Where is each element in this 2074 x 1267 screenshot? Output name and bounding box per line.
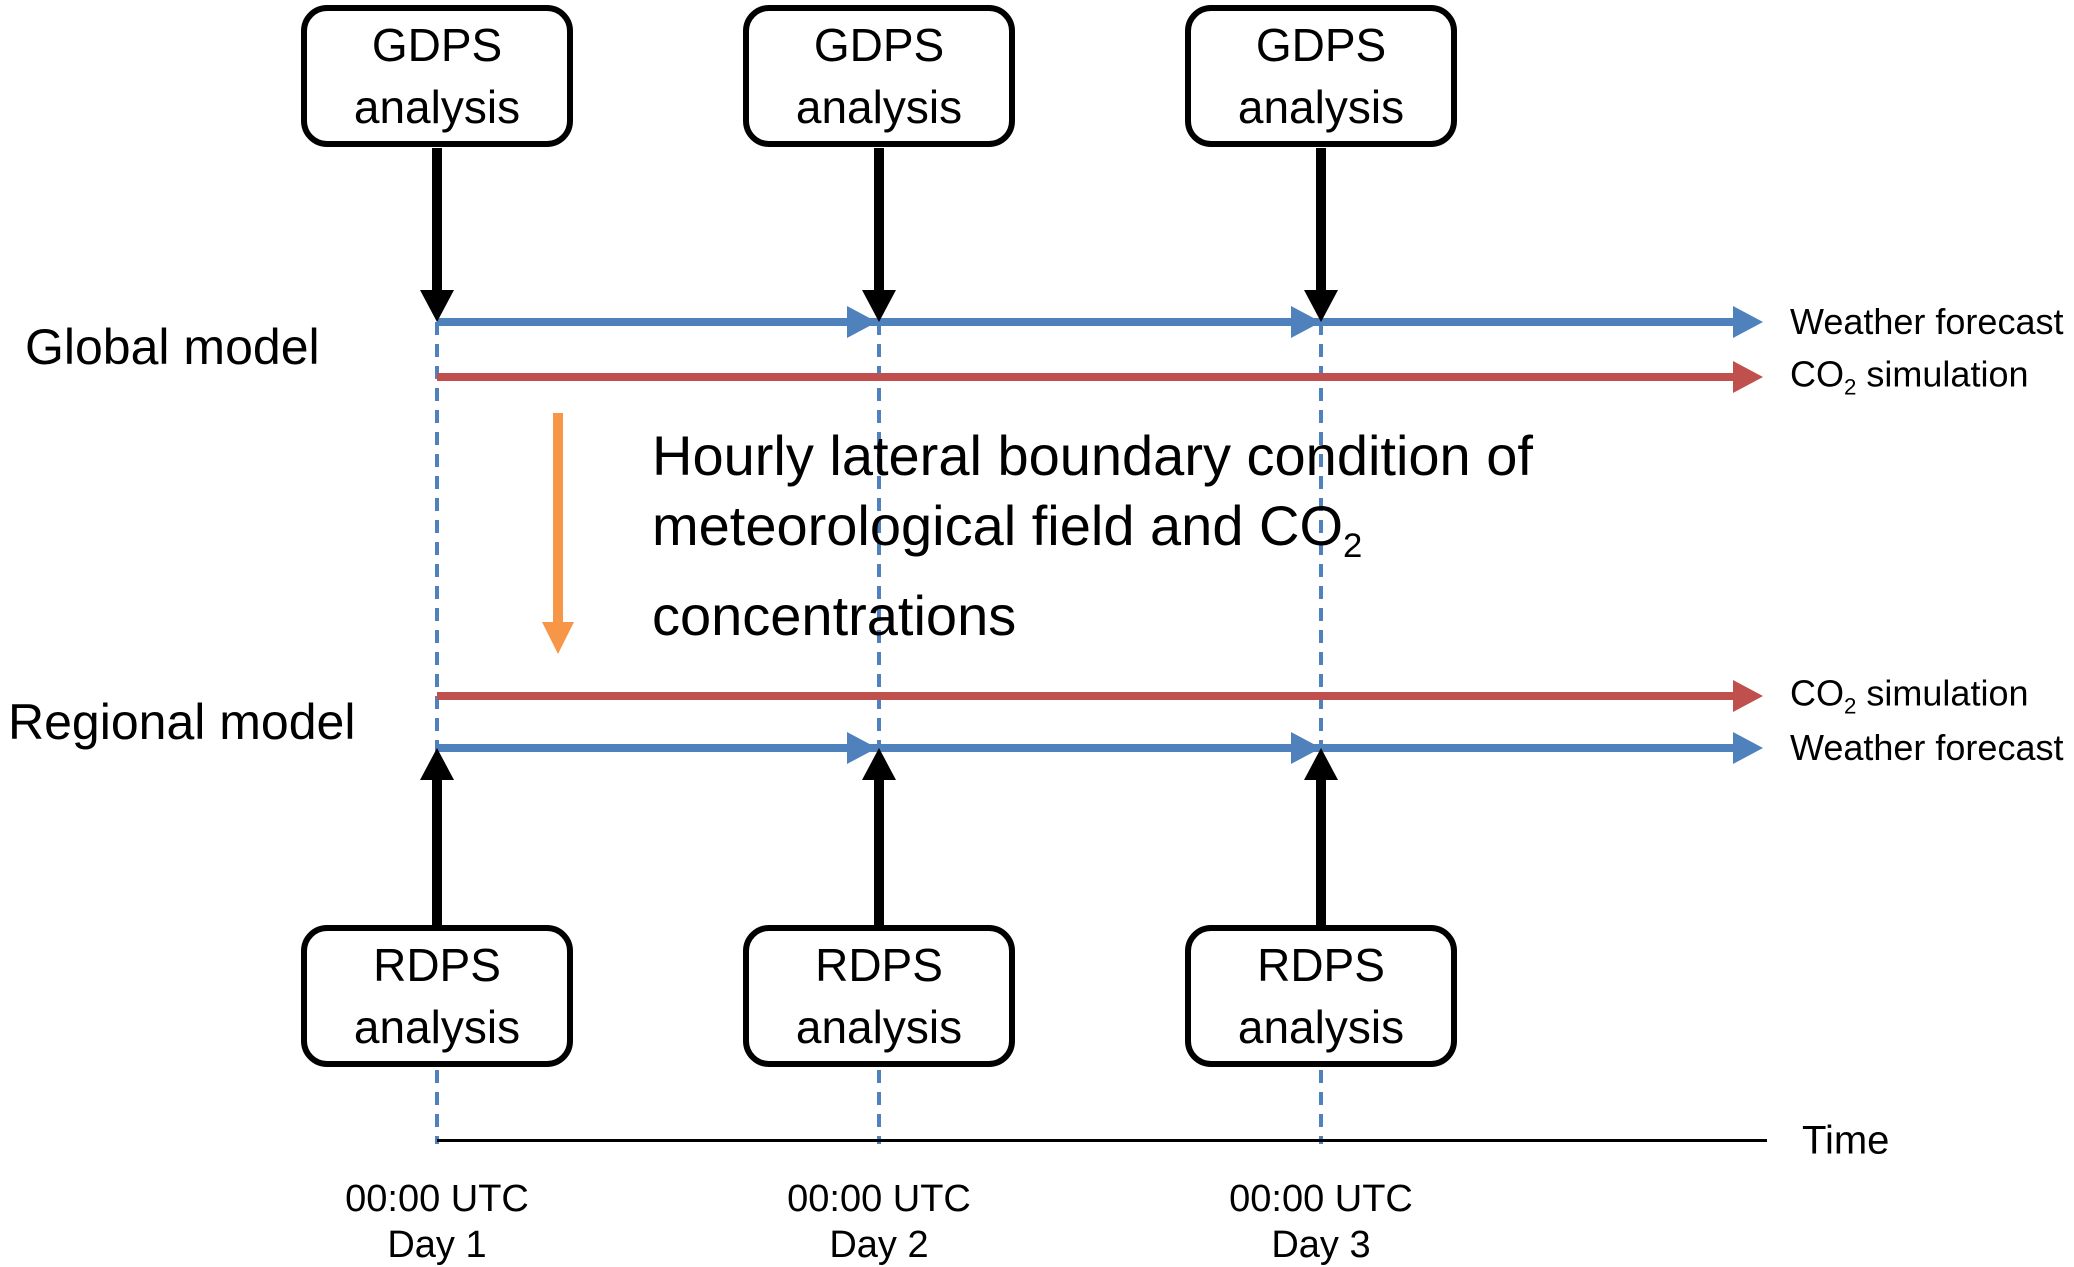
arrowhead-right-icon [1733,361,1763,393]
box-label-line1: RDPS [1257,939,1385,991]
down-arrow-shaft [874,148,884,292]
regional-weather-forecast-label: Weather forecast [1790,727,2064,768]
down-arrow-shaft [432,148,442,292]
boundary-condition-arrow-shaft [553,413,563,624]
up-arrowhead-icon [862,748,896,780]
tick-label-day3: 00:00 UTC Day 3 [1141,1176,1501,1267]
co2-subscript: 2 [1844,374,1857,400]
tick-time: 00:00 UTC [787,1178,971,1220]
box-label-line2: analysis [353,81,521,133]
co2-text: CO [1790,672,1844,714]
note-line2: meteorological field and CO2 [652,491,1533,581]
day2-marker-dashed-line [877,322,881,1144]
simulation-text: simulation [1856,353,2029,395]
gdps-analysis-box: GDPS analysis [301,5,573,147]
arrowhead-right-icon [1733,306,1763,338]
regional-co2-simulation-label: CO2 simulation [1790,672,2029,719]
up-arrow-shaft [1316,778,1326,925]
global-model-label: Global model [25,319,320,375]
boundary-condition-note: Hourly lateral boundary condition of met… [652,421,1533,651]
up-arrowhead-icon [420,748,454,780]
note-line3: concentrations [652,584,1017,648]
regional-model-label: Regional model [8,694,356,750]
tick-day: Day 1 [387,1224,487,1266]
co2-subscript: 2 [1844,693,1857,719]
gdps-analysis-box: GDPS analysis [1185,5,1457,147]
time-axis [437,1139,1767,1142]
boundary-condition-arrowhead-icon [542,622,574,654]
gdps-analysis-box: GDPS analysis [743,5,1015,147]
time-axis-label: Time [1802,1118,1890,1163]
day1-marker-dashed-line [435,322,439,1144]
regional-weather-forecast-line [437,744,1737,752]
box-label-line2: analysis [1237,81,1405,133]
box-label-line2: analysis [795,1001,963,1053]
tick-time: 00:00 UTC [1229,1178,1413,1220]
note-line1: Hourly lateral boundary condition of [652,424,1533,487]
arrowhead-right-icon [1733,680,1763,712]
box-label-line1: GDPS [813,19,945,71]
down-arrowhead-icon [862,290,896,322]
down-arrowhead-icon [420,290,454,322]
box-label-line2: analysis [795,81,963,133]
day3-marker-dashed-line [1319,322,1323,1144]
note-line2-text: meteorological field and CO [652,494,1344,557]
co2-subscript: 2 [1343,527,1363,566]
box-label-line1: GDPS [1255,19,1387,71]
tick-day: Day 3 [1271,1224,1371,1266]
tick-day: Day 2 [829,1224,929,1266]
up-arrowhead-icon [1304,748,1338,780]
box-label-line1: RDPS [815,939,943,991]
rdps-analysis-box: RDPS analysis [743,925,1015,1067]
down-arrowhead-icon [1304,290,1338,322]
co2-text: CO [1790,353,1844,395]
tick-label-day1: 00:00 UTC Day 1 [257,1176,617,1267]
simulation-text: simulation [1856,672,2029,714]
box-label-line1: RDPS [373,939,501,991]
global-co2-simulation-line [437,373,1737,381]
global-co2-simulation-label: CO2 simulation [1790,353,2029,400]
tick-time: 00:00 UTC [345,1178,529,1220]
arrowhead-right-icon [1733,732,1763,764]
global-weather-forecast-label: Weather forecast [1790,301,2064,342]
up-arrow-shaft [432,778,442,925]
box-label-line2: analysis [353,1001,521,1053]
rdps-analysis-box: RDPS analysis [301,925,573,1067]
tick-label-day2: 00:00 UTC Day 2 [699,1176,1059,1267]
up-arrow-shaft [874,778,884,925]
rdps-analysis-box: RDPS analysis [1185,925,1457,1067]
box-label-line1: GDPS [371,19,503,71]
box-label-line2: analysis [1237,1001,1405,1053]
regional-co2-simulation-line [437,692,1737,700]
global-weather-forecast-line [437,318,1737,326]
down-arrow-shaft [1316,148,1326,292]
